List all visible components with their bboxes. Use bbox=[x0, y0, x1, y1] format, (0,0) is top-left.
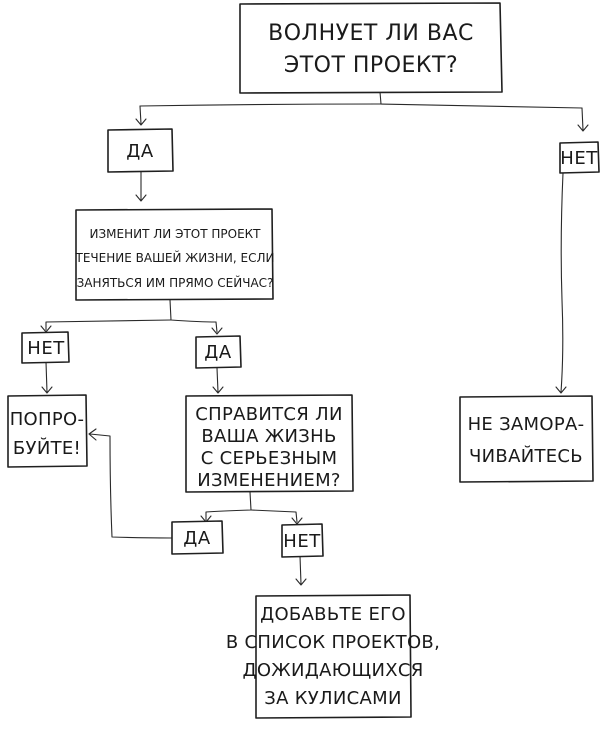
arrow-to-try bbox=[41, 386, 53, 394]
question-life-cope: СПРАВИТСЯ ЛИ ВАША ЖИЗНЬ С СЕРЬЕЗНЫМ ИЗМЕ… bbox=[185, 394, 354, 493]
arrow-to-q2 bbox=[135, 194, 147, 202]
connector-q3-branch bbox=[205, 491, 252, 521]
arrow-to-yes2 bbox=[211, 327, 223, 335]
connector-no2-try bbox=[45, 361, 48, 393]
result-add-line-1: ДОБАВЬТЕ ЕГО bbox=[260, 604, 406, 625]
question-change-life: ИЗМЕНИТ ЛИ ЭТОТ ПРОЕКТ ТЕЧЕНИЕ ВАШЕЙ ЖИЗ… bbox=[75, 208, 275, 301]
question-excited-line-1: ВОЛНУЕТ ЛИ ВАС bbox=[268, 21, 474, 46]
result-add-line-2: В СПИСОК ПРОЕКТОВ, bbox=[226, 632, 440, 653]
result-add-line-3: ДОЖИДАЮЩИХСЯ bbox=[242, 660, 423, 681]
answer-no-3: НЕТ bbox=[281, 523, 324, 558]
connector-q3-right bbox=[250, 509, 298, 523]
result-try-it: ПОПРО- БУЙТЕ! bbox=[7, 394, 88, 468]
question-excited-line-2: ЭТОТ ПРОЕКТ? bbox=[284, 53, 458, 78]
question-change-life-line-3: ЗАНЯТЬСЯ ИМ ПРЯМО СЕЙЧАС? bbox=[77, 275, 274, 290]
connector-no3-waiting bbox=[299, 555, 302, 585]
result-dont-bother: НЕ ЗАМОРА- ЧИВАЙТЕСЬ bbox=[459, 395, 594, 483]
answer-no-2: НЕТ bbox=[21, 331, 70, 364]
answer-no-1: НЕТ bbox=[559, 141, 600, 174]
answer-no-3-label: НЕТ bbox=[283, 531, 321, 552]
arrow-back-to-try bbox=[88, 428, 97, 441]
arrow-to-dontworry bbox=[555, 386, 567, 394]
connector-to-yes1 bbox=[139, 105, 142, 125]
connector-q2-left bbox=[45, 319, 172, 331]
question-life-cope-line-2: ВАША ЖИЗНЬ bbox=[201, 426, 336, 447]
question-change-life-line-2: ТЕЧЕНИЕ ВАШЕЙ ЖИЗНИ, ЕСЛИ bbox=[75, 250, 275, 265]
connector-yes3-try bbox=[89, 433, 173, 539]
result-add-to-waiting-list: ДОБАВЬТЕ ЕГО В СПИСОК ПРОЕКТОВ, ДОЖИДАЮЩ… bbox=[226, 594, 440, 719]
answer-yes-3: ДА bbox=[171, 520, 224, 555]
connector-q1-horizontal bbox=[139, 103, 583, 109]
result-dont-bother-line-1: НЕ ЗАМОРА- bbox=[468, 414, 585, 435]
answer-yes-2-label: ДА bbox=[204, 342, 232, 363]
arrow-to-yes1 bbox=[135, 118, 147, 126]
answer-no-1-label: НЕТ bbox=[560, 148, 598, 169]
connector-q1-branch bbox=[379, 91, 382, 105]
result-add-line-4: ЗА КУЛИСАМИ bbox=[264, 688, 402, 709]
result-try-it-line-1: ПОПРО- bbox=[10, 409, 85, 430]
connector-yes2-q3 bbox=[216, 367, 219, 393]
answer-no-2-label: НЕТ bbox=[27, 338, 65, 359]
result-dont-bother-line-2: ЧИВАЙТЕСЬ bbox=[469, 445, 583, 467]
question-change-life-line-1: ИЗМЕНИТ ЛИ ЭТОТ ПРОЕКТ bbox=[90, 227, 262, 241]
arrow-to-waiting bbox=[295, 578, 307, 586]
answer-yes-1: ДА bbox=[107, 128, 174, 173]
question-life-cope-line-1: СПРАВИТСЯ ЛИ bbox=[195, 404, 342, 425]
connector-q2-branch bbox=[169, 299, 217, 323]
question-life-cope-line-3: С СЕРЬЕЗНЫМ bbox=[201, 448, 338, 469]
connector-q2-right bbox=[215, 321, 218, 333]
arrow-to-q3 bbox=[212, 386, 224, 394]
answer-yes-1-label: ДА bbox=[126, 141, 154, 162]
arrow-to-no1 bbox=[577, 124, 589, 132]
connector-no1-dontworry bbox=[560, 172, 564, 393]
answer-yes-3-label: ДА bbox=[183, 528, 211, 549]
answer-yes-2: ДА bbox=[195, 335, 242, 369]
connector-to-no1 bbox=[581, 107, 584, 131]
question-life-cope-line-4: ИЗМЕНЕНИЕМ? bbox=[197, 470, 341, 491]
question-excited: ВОЛНУЕТ ЛИ ВАС ЭТОТ ПРОЕКТ? bbox=[239, 2, 503, 94]
result-try-it-line-2: БУЙТЕ! bbox=[13, 437, 81, 459]
